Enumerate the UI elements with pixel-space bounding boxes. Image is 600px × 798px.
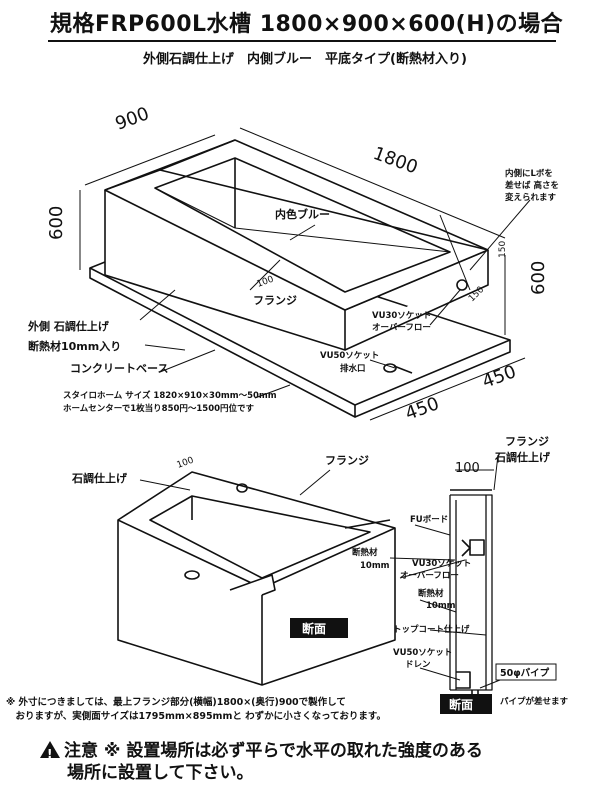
detail-insulation2-thickness: 10mm: [426, 601, 456, 611]
detail-insulation-label: 断熱材: [352, 547, 378, 558]
socket50-label: VU50ソケット: [320, 351, 379, 361]
section-view: [117, 469, 396, 686]
styrofoam-line2: ホームセンターで1枚当り850円～1500円位です: [63, 403, 255, 414]
footnote: ※ 外寸につきましては、最上フランジ部分(横幅)1800×(奥行)900で製作し…: [6, 696, 436, 724]
dim-base-1: 450: [403, 393, 442, 424]
fu-board-label: FUボード: [410, 514, 448, 525]
concrete-base-label: コンクリートベース: [70, 362, 168, 375]
detail-socket30-label: VU30ソケット: [412, 559, 471, 569]
dim-150-a: 150: [498, 241, 508, 258]
detail-flange-label: フランジ: [505, 435, 549, 448]
warning-icon: [40, 741, 60, 765]
footnote-line1: ※ 外寸につきましては、最上フランジ部分(横幅)1800×(奥行)900で製作し…: [6, 697, 346, 708]
socket-vu50: [383, 363, 397, 373]
section-badge-text: 断面: [302, 621, 326, 636]
dim-base-2: 450: [480, 361, 519, 392]
section-flange-dim-100: 100: [176, 455, 196, 470]
detail-socket30-sub: オーバーフロー: [400, 570, 459, 581]
warning-line2: 場所に設置して下さい。: [67, 763, 254, 783]
flange-label: フランジ: [253, 294, 297, 307]
outer-finish-label: 外側 石調仕上げ: [27, 319, 110, 333]
section-stone-label: 石調仕上げ: [71, 471, 128, 485]
insulation-label: 断熱材10mm入り: [28, 339, 121, 353]
callout-line1: 内側にLボを: [505, 168, 553, 179]
pipe-note: パイプが差せます: [500, 696, 569, 707]
interior-label: 内色ブルー: [275, 207, 330, 221]
pipe-label-box: 50φパイプ: [495, 663, 557, 681]
detail-socket50-label: VU50ソケット: [393, 648, 452, 658]
dim-height-right: 600: [528, 261, 549, 295]
dim-length: 1800: [370, 143, 420, 178]
section-badge-left: 断面: [290, 618, 348, 638]
detail-badge-text: 断面: [449, 697, 473, 712]
page-title: 規格FRP600L水槽 1800×900×600(H)の場合: [50, 12, 564, 37]
section-badge-right: 断面: [440, 694, 492, 714]
dimension-lines: [79, 127, 526, 421]
detail-dim-100: 100: [455, 461, 480, 476]
section-flange-label: フランジ: [325, 454, 369, 467]
detail-insulation2-label: 断熱材: [418, 588, 444, 599]
tank-body: [104, 139, 489, 351]
title-underline: [48, 40, 556, 42]
socket30-sub: オーバーフロー: [372, 322, 431, 333]
styrofoam-line1: スタイロホーム サイズ 1820×910×30mm～50mm: [63, 390, 277, 401]
warning-block: 注意 ※ 設置場所は必ず平らで水平の取れた強度のある 場所に設置して下さい。: [40, 740, 580, 784]
pipe-label: 50φパイプ: [500, 667, 550, 679]
dim-height-left: 600: [46, 206, 67, 240]
detail-socket50-sub: ドレン: [405, 660, 431, 670]
socket-vu30: [456, 279, 468, 291]
footnote-line2: おりますが、実側面サイズは1795mm×895mmと わずかに小さくなっておりま…: [6, 711, 386, 722]
callout-line2: 差せば 高さを: [504, 180, 559, 191]
detail-cross-section: [389, 454, 501, 710]
topcoat-label: トップコート仕上げ: [393, 624, 470, 635]
detail-stone-label: 石調仕上げ: [494, 450, 551, 464]
socket30-label: VU30ソケット: [372, 311, 431, 321]
dim-width: 900: [113, 103, 152, 134]
socket50-sub: 排水口: [340, 363, 366, 374]
page-subtitle: 外側石調仕上げ 内側ブルー 平底タイプ(断熱材入り): [143, 52, 467, 67]
detail-insulation-thickness: 10mm: [360, 561, 390, 571]
warning-line1: 注意 ※ 設置場所は必ず平らで水平の取れた強度のある: [64, 741, 483, 761]
callout-line3: 変えられます: [505, 192, 557, 203]
